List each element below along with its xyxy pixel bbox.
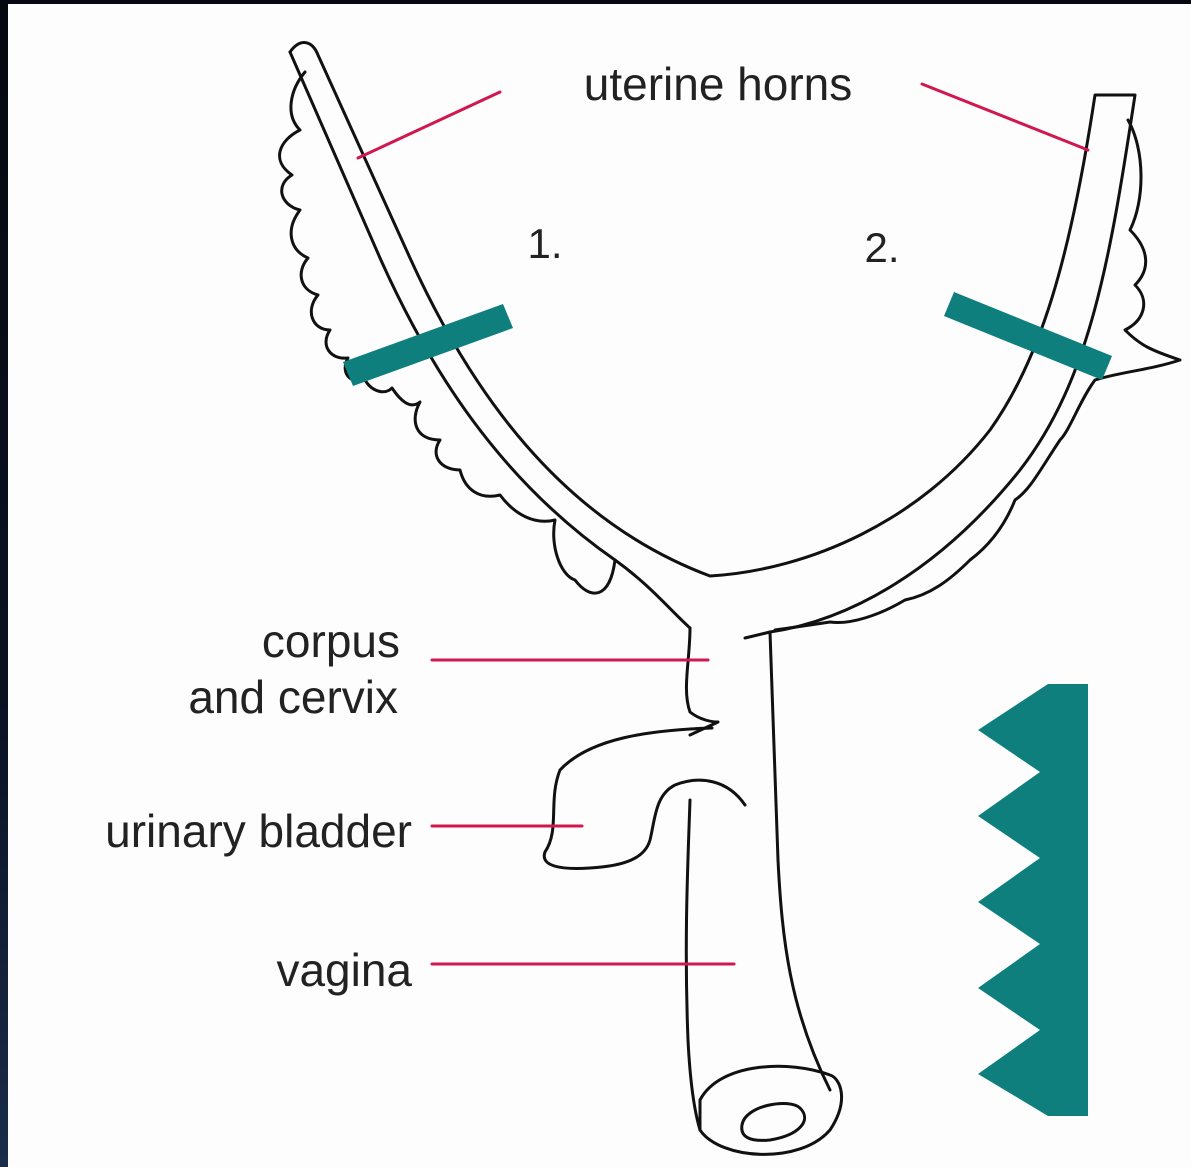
urinary-bladder-outline [544,728,745,868]
label-uterine-horns: uterine horns [584,58,853,110]
corpus-left-wall [686,628,718,735]
label-and-cervix: and cervix [188,671,398,723]
serrated-clamp-jaw [978,684,1088,1116]
clamp-1 [343,304,513,386]
left-horn-inner [290,52,690,628]
label-urinary-bladder: urinary bladder [105,805,412,857]
leader-uterine-horn-right [922,84,1088,150]
corpus-right-wall [770,632,830,1090]
marker-1: 1. [527,220,562,267]
label-corpus: corpus [262,615,400,667]
leader-uterine-horn-left [358,92,500,158]
vagina-lumen [742,1103,805,1140]
label-vagina: vagina [276,944,412,996]
marker-2: 2. [864,224,899,271]
